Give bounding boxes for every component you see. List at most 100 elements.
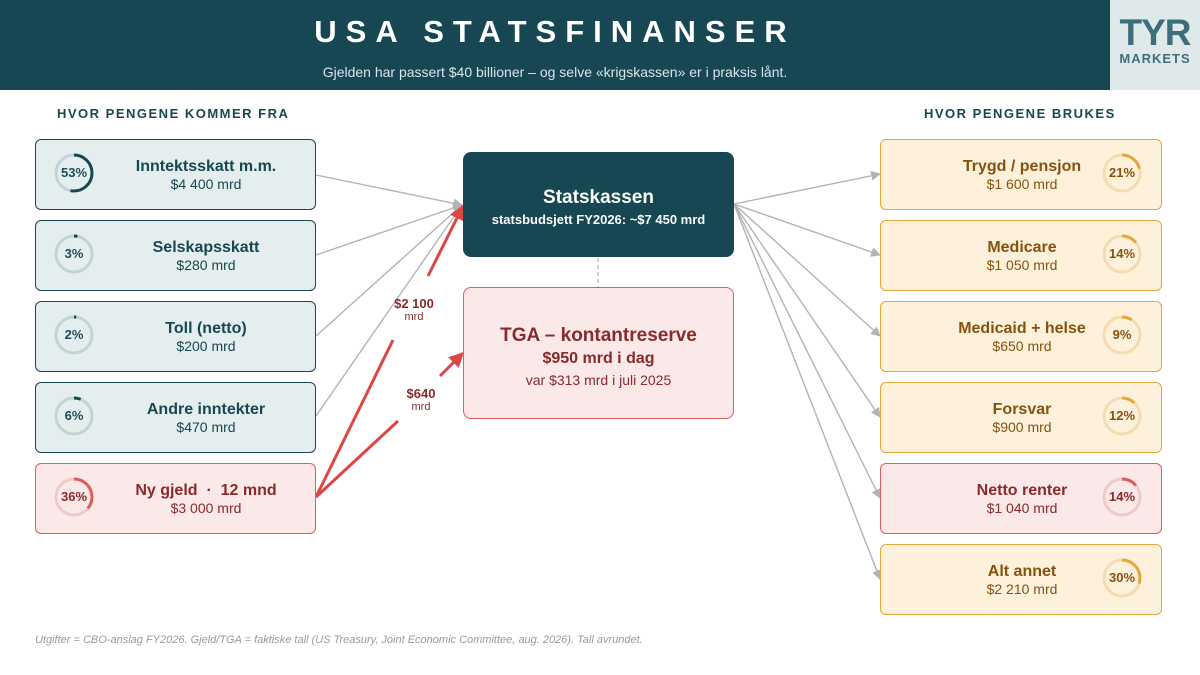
treasury-to-expense-arrow <box>733 203 881 257</box>
share-ring-icon: 21% <box>1100 151 1144 195</box>
expense-name: Netto renter <box>976 482 1068 499</box>
income-box-other-revenue: 6% Andre inntekter $470 mrd <box>35 382 316 453</box>
share-ring-icon: 6% <box>52 394 96 438</box>
expense-name: Medicaid + helse <box>958 320 1086 337</box>
share-ring-arc <box>1102 558 1142 598</box>
expense-value: $900 mrd <box>992 419 1052 435</box>
share-percent: 30% <box>1108 570 1136 585</box>
income-box-income-tax: 53% Inntektsskatt m.m. $4 400 mrd <box>35 139 316 210</box>
income-name: Toll (netto) <box>165 320 247 337</box>
share-ring-icon: 14% <box>1100 475 1144 519</box>
expense-value: $2 210 mrd <box>986 581 1058 597</box>
income-to-treasury-arrow <box>315 204 463 337</box>
logo-subtext: MARKETS <box>1119 51 1191 66</box>
tga-box: TGA – kontantreserve $950 mrd i dag var … <box>463 287 734 419</box>
expense-box-defense: 12% Forsvar $900 mrd <box>880 382 1162 453</box>
treasury-budget: statsbudsjett FY2026: ~$7 450 mrd <box>491 212 706 227</box>
share-percent: 6% <box>64 408 84 423</box>
share-ring-arc <box>54 396 94 436</box>
expense-name: Trygd / pensjon <box>962 158 1082 175</box>
flow-label-to-tga: $640 mrd <box>396 386 446 413</box>
share-ring-icon: 14% <box>1100 232 1144 276</box>
flow-unit: mrd <box>411 401 431 413</box>
share-percent: 14% <box>1108 246 1136 261</box>
share-ring-graphic <box>54 315 94 355</box>
flow-amount: $2 100 <box>394 296 434 311</box>
income-to-treasury-arrow <box>315 174 463 209</box>
logo-wordmark: TYR <box>1119 12 1192 53</box>
treasury-to-expense-arrow <box>733 203 881 499</box>
share-percent: 36% <box>60 489 88 504</box>
share-percent: 9% <box>1112 327 1132 342</box>
treasury-to-expense-arrow <box>733 170 881 205</box>
income-name: Inntektsskatt m.m. <box>135 158 277 175</box>
header-banner: USA STATSFINANSER Gjelden har passert $4… <box>0 0 1200 90</box>
income-to-treasury-arrow <box>315 203 463 256</box>
share-ring-arc <box>54 153 94 193</box>
share-ring-graphic <box>1102 558 1142 598</box>
expense-value: $1 050 mrd <box>986 257 1058 273</box>
expense-name: Medicare <box>987 239 1057 256</box>
share-ring-arc <box>1102 234 1142 274</box>
flow-unit: mrd <box>404 311 424 323</box>
tga-name: TGA – kontantreserve <box>500 325 697 346</box>
income-value: $470 mrd <box>176 419 236 435</box>
share-ring-arc <box>1102 396 1142 436</box>
share-ring-arc <box>54 315 94 355</box>
debt-to-treasury-arrow-head <box>426 204 465 277</box>
income-value: $3 000 mrd <box>170 500 242 516</box>
treasury-to-expense-arrow <box>733 203 881 337</box>
expense-box-medicare: 14% Medicare $1 050 mrd <box>880 220 1162 291</box>
share-ring-graphic <box>1102 153 1142 193</box>
share-ring-graphic <box>54 234 94 274</box>
income-value: $280 mrd <box>176 257 236 273</box>
expense-box-net-interest: 14% Netto renter $1 040 mrd <box>880 463 1162 534</box>
share-ring-arc <box>54 477 94 517</box>
income-value: $4 400 mrd <box>170 176 242 192</box>
expense-value: $1 040 mrd <box>986 500 1058 516</box>
share-percent: 12% <box>1108 408 1136 423</box>
share-ring-icon: 36% <box>52 475 96 519</box>
income-box-corporate-tax: 3% Selskapsskatt $280 mrd <box>35 220 316 291</box>
expense-name: Alt annet <box>987 563 1057 580</box>
share-ring-graphic <box>1102 234 1142 274</box>
income-box-tariffs: 2% Toll (netto) $200 mrd <box>35 301 316 372</box>
expense-box-social-security: 21% Trygd / pensjon $1 600 mrd <box>880 139 1162 210</box>
expense-section-heading: HVOR PENGENE BRUKES <box>924 106 1116 121</box>
share-ring-icon: 53% <box>52 151 96 195</box>
debt-to-tga-arrow-head <box>438 351 465 378</box>
share-percent: 21% <box>1108 165 1136 180</box>
tga-previous: var $313 mrd i juli 2025 <box>525 372 672 388</box>
share-ring-graphic <box>54 477 94 517</box>
share-ring-graphic <box>1102 477 1142 517</box>
expense-name: Forsvar <box>992 401 1052 418</box>
flow-amount: $640 <box>406 386 436 401</box>
share-ring-arc <box>1102 477 1142 517</box>
share-ring-icon: 9% <box>1100 313 1144 357</box>
share-ring-graphic <box>1102 396 1142 436</box>
income-section-heading: HVOR PENGENE KOMMER FRA <box>57 106 290 121</box>
page-title: USA STATSFINANSER <box>314 14 796 49</box>
share-ring-icon: 2% <box>52 313 96 357</box>
share-ring-graphic <box>54 396 94 436</box>
share-percent: 53% <box>60 165 88 180</box>
income-value: $200 mrd <box>176 338 236 354</box>
share-ring-arc <box>1102 153 1142 193</box>
footnote: Utgifter = CBO-anslag FY2026. Gjeld/TGA … <box>35 634 643 646</box>
share-ring-icon: 30% <box>1100 556 1144 600</box>
expense-value: $650 mrd <box>992 338 1052 354</box>
treasury-to-expense-arrow <box>733 203 882 580</box>
share-ring-graphic <box>1102 315 1142 355</box>
debt-to-treasury-arrow <box>314 339 395 498</box>
share-ring-graphic <box>54 153 94 193</box>
share-percent: 2% <box>64 327 84 342</box>
income-box-new-debt: 36% Ny gjeld · 12 mnd $3 000 mrd <box>35 463 316 534</box>
expense-box-medicaid: 9% Medicaid + helse $650 mrd <box>880 301 1162 372</box>
flow-label-to-treasury: $2 100 mrd <box>384 296 444 323</box>
share-ring-arc <box>1102 315 1142 355</box>
share-ring-arc <box>54 234 94 274</box>
treasury-name: Statskassen <box>543 187 654 208</box>
share-percent: 3% <box>64 246 84 261</box>
income-name: Ny gjeld · 12 mnd <box>135 482 277 499</box>
debt-to-tga-arrow <box>314 419 400 499</box>
